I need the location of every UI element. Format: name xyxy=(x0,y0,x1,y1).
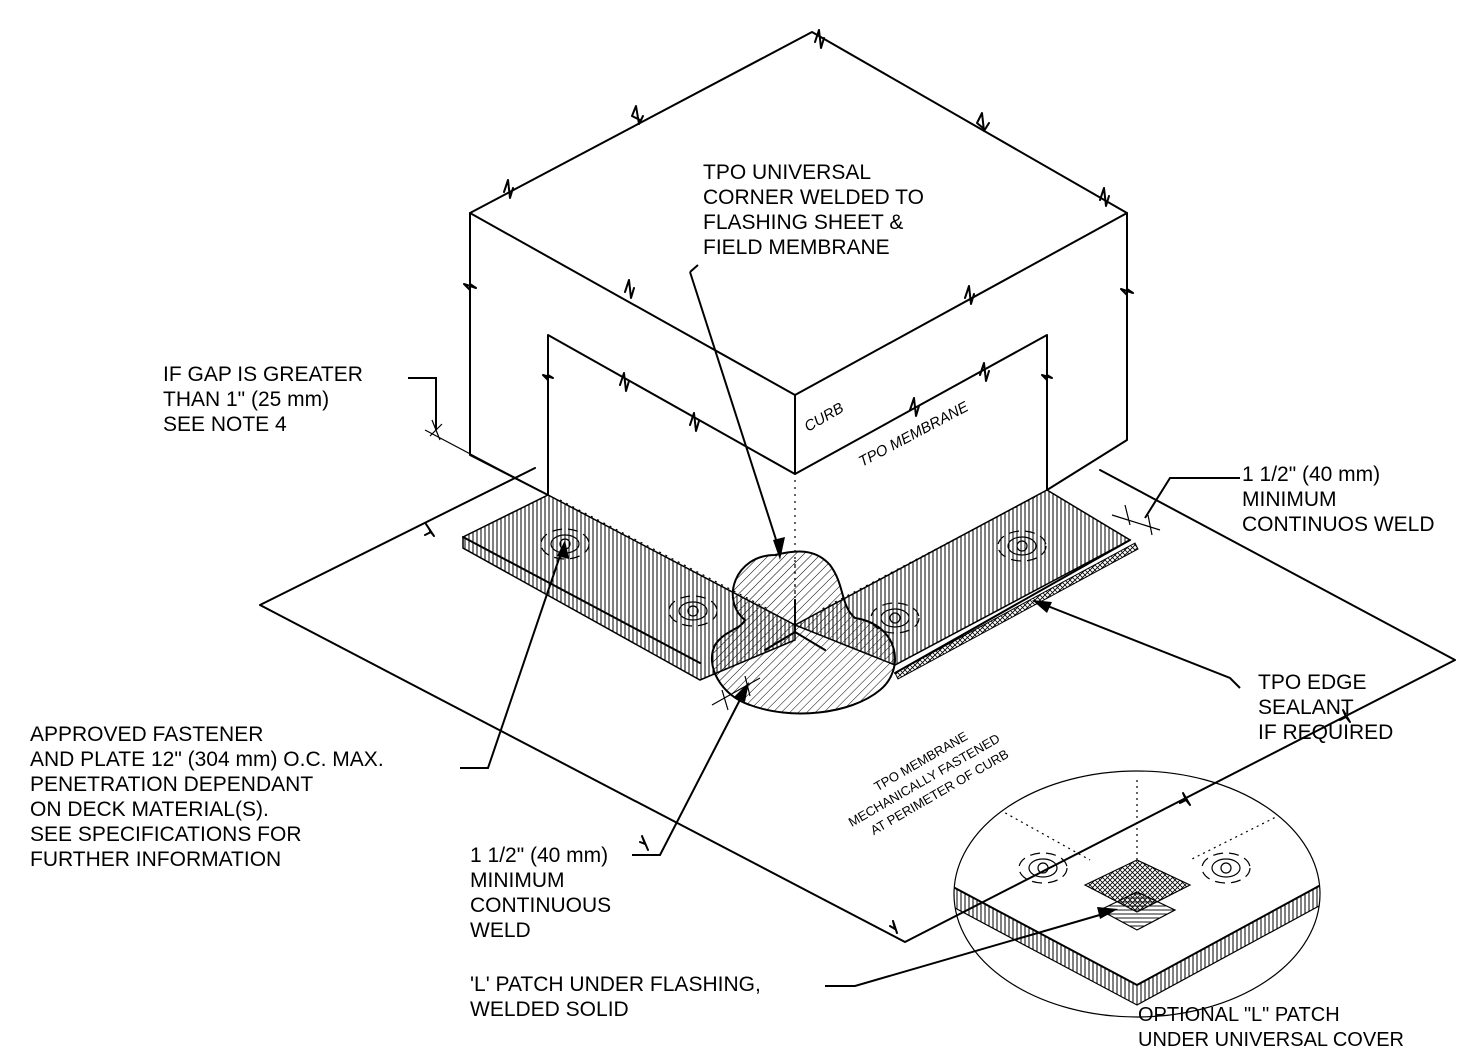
universal-corner xyxy=(710,550,896,715)
gap-callout: IF GAP IS GREATER THAN 1" (25 mm) SEE NO… xyxy=(163,362,363,437)
leader-lines xyxy=(408,264,1241,987)
optional-patch-zoom xyxy=(953,770,1321,1018)
l-patch-line-2: WELDED SOLID xyxy=(470,998,629,1021)
field-membrane xyxy=(259,467,1456,943)
universal-corner-line-1: TPO UNIVERSAL xyxy=(703,161,872,184)
gap-line-3: SEE NOTE 4 xyxy=(163,413,287,436)
fastener-line-2: AND PLATE 12" (304 mm) O.C. MAX. xyxy=(30,748,384,771)
optional-patch-line-1: OPTIONAL "L" PATCH xyxy=(1138,1004,1340,1026)
gap-line-1: IF GAP IS GREATER xyxy=(163,363,363,386)
weld-bottom-line-3: CONTINUOUS xyxy=(470,894,612,917)
l-patch-callout: 'L' PATCH UNDER FLASHING, WELDED SOLID xyxy=(470,972,761,1022)
optional-patch-callout: OPTIONAL "L" PATCH UNDER UNIVERSAL COVER xyxy=(1138,1003,1404,1053)
edge-sealant-line-2: SEALANT xyxy=(1258,696,1354,719)
weld-bottom-line-2: MINIMUM xyxy=(470,869,565,892)
weld-right-line-2: MINIMUM xyxy=(1242,488,1337,511)
fastener-line-1: APPROVED FASTENER xyxy=(30,723,264,746)
curb: CURB TPO MEMBRANE xyxy=(463,29,1134,496)
edge-sealant-line-3: IF REQUIRED xyxy=(1258,721,1394,744)
weld-bottom-callout: 1 1/2" (40 mm) MINIMUM CONTINUOUS WELD xyxy=(470,843,611,943)
fastener-line-5: SEE SPECIFICATIONS FOR xyxy=(30,823,302,846)
weld-right-line-1: 1 1/2" (40 mm) xyxy=(1242,463,1381,486)
fastener-line-3: PENETRATION DEPENDANT xyxy=(30,773,314,796)
optional-patch-line-2: UNDER UNIVERSAL COVER xyxy=(1138,1029,1404,1051)
weld-bottom-line-4: WELD xyxy=(470,919,531,942)
universal-corner-callout: TPO UNIVERSAL CORNER WELDED TO FLASHING … xyxy=(703,160,924,260)
field-note-line-2: MECHANICALLY FASTENED xyxy=(846,731,1003,830)
universal-corner-line-4: FIELD MEMBRANE xyxy=(703,236,890,259)
fastener-line-6: FURTHER INFORMATION xyxy=(30,848,282,871)
weld-right-callout: 1 1/2" (40 mm) MINIMUM CONTINUOS WELD xyxy=(1242,462,1435,537)
l-patch-line-1: 'L' PATCH UNDER FLASHING, xyxy=(470,973,761,996)
fastener-callout: APPROVED FASTENER AND PLATE 12" (304 mm)… xyxy=(30,722,384,872)
weld-bottom-line-1: 1 1/2" (40 mm) xyxy=(470,844,609,867)
universal-corner-line-3: FLASHING SHEET & xyxy=(703,211,904,234)
curb-label: CURB xyxy=(802,399,847,435)
gap-line-2: THAN 1" (25 mm) xyxy=(163,388,330,411)
edge-sealant-line-1: TPO EDGE xyxy=(1258,671,1367,694)
weld-right-line-3: CONTINUOS WELD xyxy=(1242,513,1435,536)
universal-corner-line-2: CORNER WELDED TO xyxy=(703,186,924,209)
edge-sealant-callout: TPO EDGE SEALANT IF REQUIRED xyxy=(1258,670,1393,745)
fastener-line-4: ON DECK MATERIAL(S). xyxy=(30,798,269,821)
